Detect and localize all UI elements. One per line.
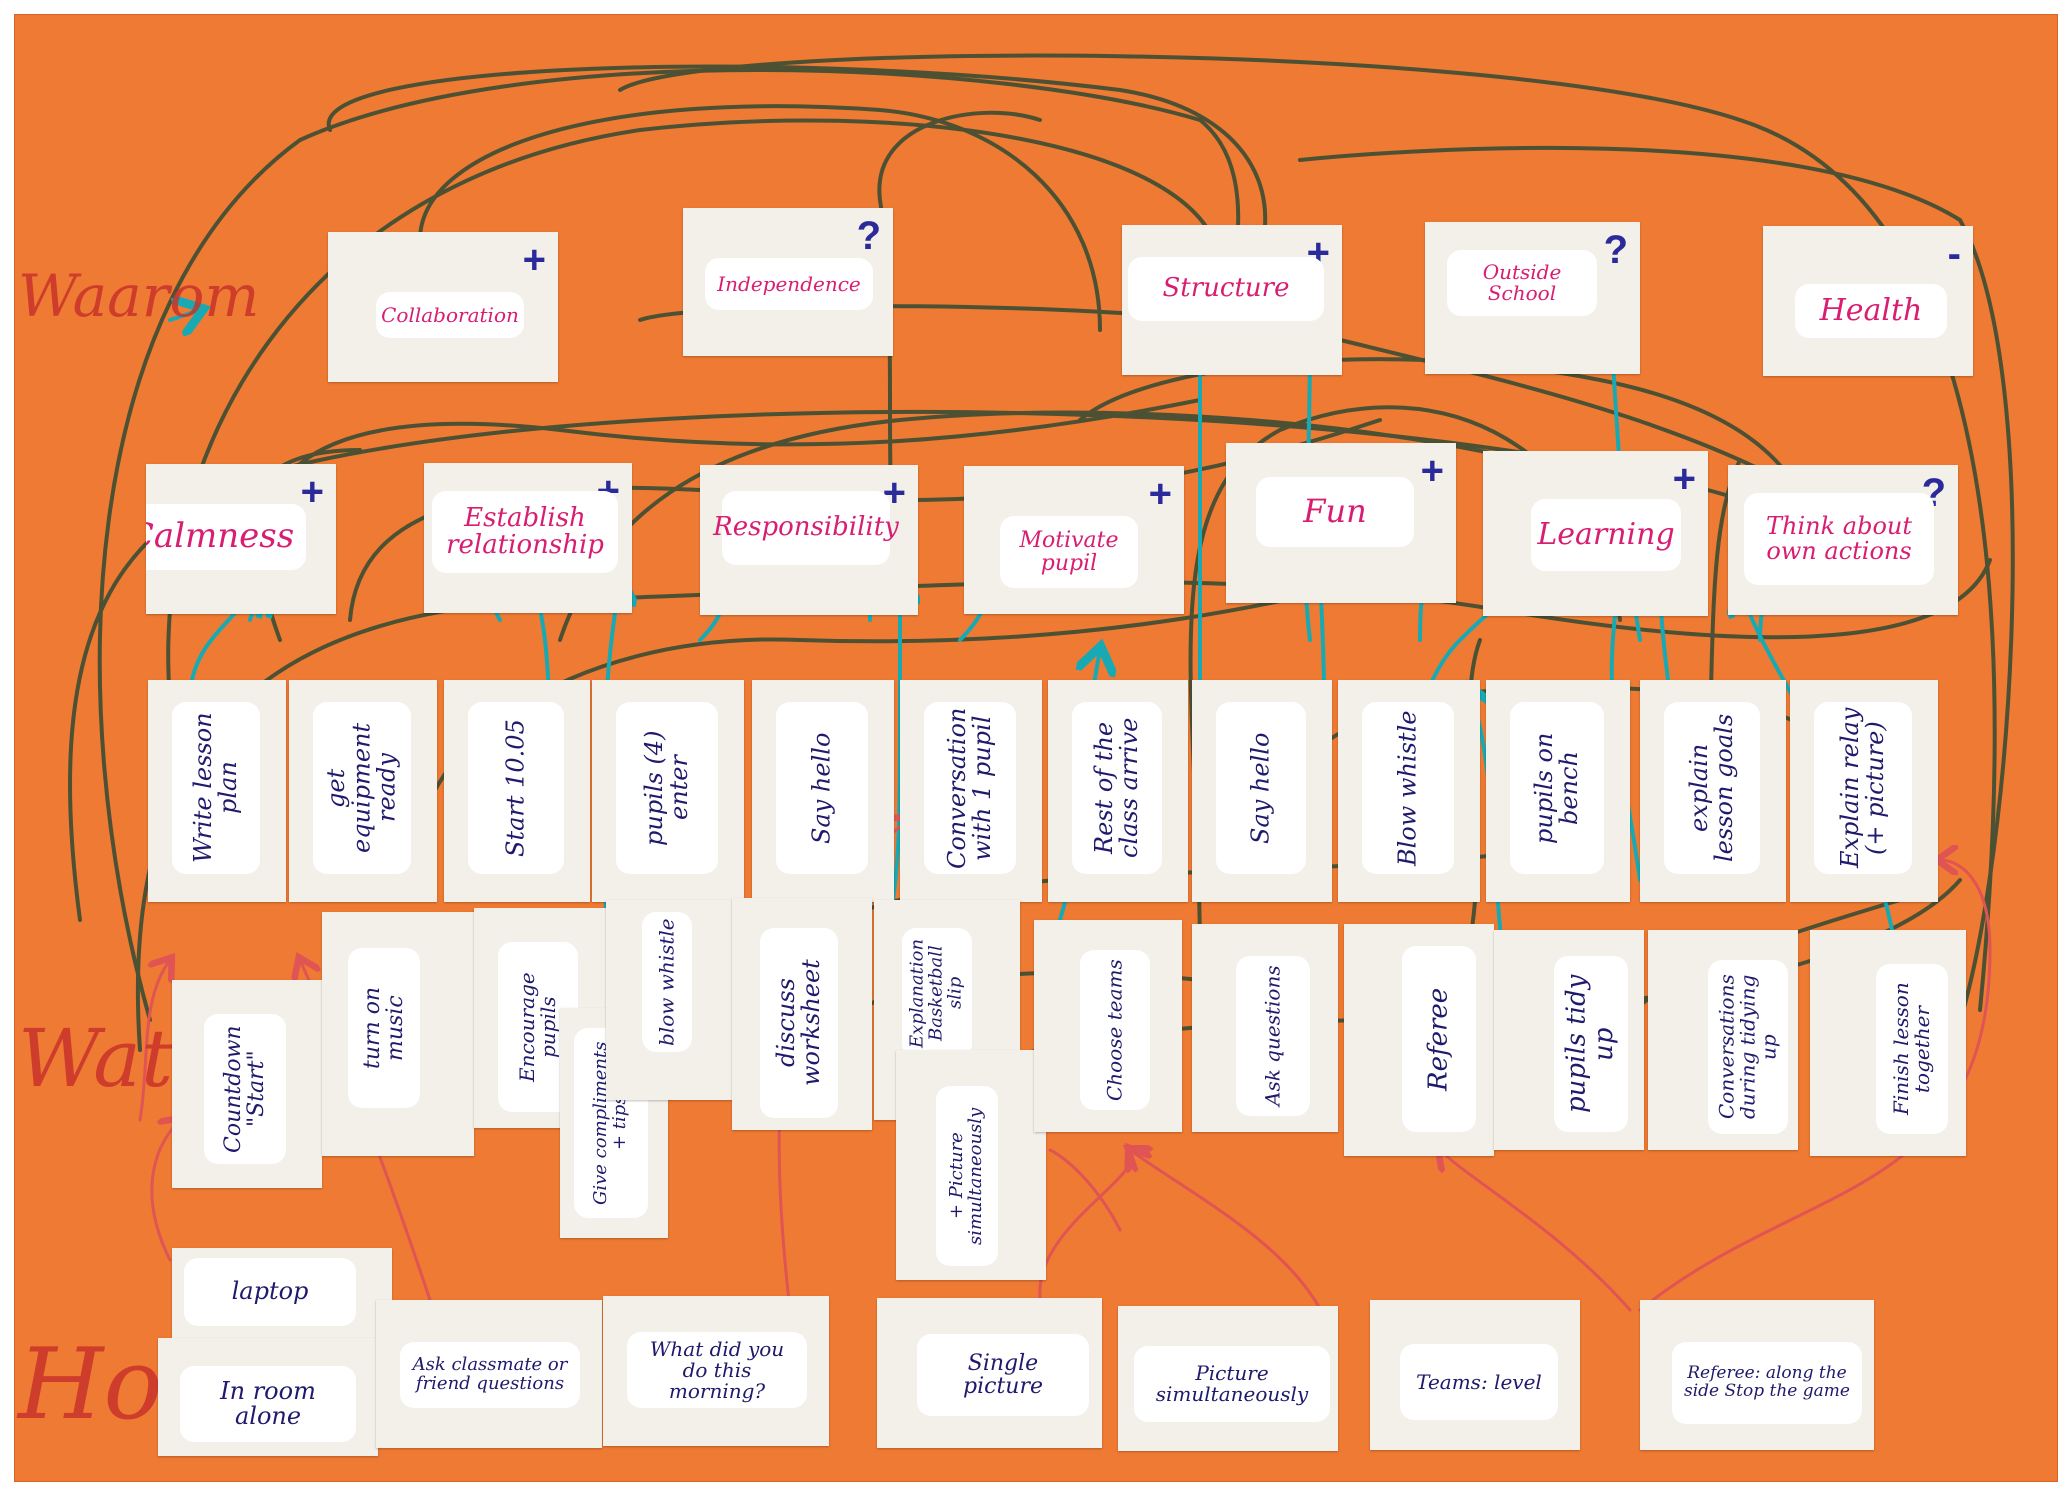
goal-top-3-label: Structure	[1128, 257, 1324, 321]
activity-row1-12-card: Explain relay (+ picture)	[1790, 680, 1938, 902]
how-8-label: Referee: along the side Stop the game	[1672, 1342, 1862, 1424]
activity-row2-10-card: Ask questions	[1192, 924, 1338, 1132]
goal-mid-1-card: +Calmness	[146, 464, 336, 614]
activity-row1-8-card: Say hello	[1192, 680, 1332, 902]
activity-row2-12-label: pupils tidy up	[1554, 956, 1628, 1132]
activity-row2-13-card: Conversations during tidying up	[1648, 930, 1798, 1150]
row-label-why: Waarom	[18, 262, 260, 330]
activity-row1-3-label: Start 10.05	[468, 702, 564, 874]
activity-row1-9-label: Blow whistle	[1362, 702, 1454, 874]
how-2-card: In room alone	[158, 1338, 378, 1456]
goal-top-3-card: +Structure	[1122, 225, 1342, 375]
activity-row1-7-label: Rest of the class arrive	[1072, 702, 1162, 874]
activity-row1-2-card: get equipment ready	[289, 680, 437, 902]
goal-mid-7-card: ?Think about own actions	[1728, 465, 1958, 615]
goal-top-4-sign: ?	[1603, 228, 1628, 272]
activity-row1-5-card: Say hello	[752, 680, 894, 902]
goal-mid-1-sign: +	[300, 470, 324, 514]
activity-row2-7-label: Explanation Basketball slip	[902, 928, 972, 1058]
how-6-card: Picture simultaneously	[1118, 1306, 1338, 1451]
activity-row1-6-label: Conversation with 1 pupil	[924, 702, 1016, 874]
activity-row2-1-label: Countdown "Start"	[204, 1014, 286, 1164]
activity-row2-11-card: Referee	[1344, 924, 1494, 1156]
activity-row1-11-label: explain lesson goals	[1664, 702, 1760, 874]
goal-top-2-card: ?Independence	[683, 208, 893, 356]
goal-mid-7-label: Think about own actions	[1744, 493, 1934, 585]
how-3-card: Ask classmate or friend questions	[376, 1300, 602, 1448]
goal-mid-3-label: Responsibility	[713, 491, 899, 565]
activity-row1-1-card: Write lesson plan	[148, 680, 286, 902]
goal-mid-6-card: +Learning	[1483, 451, 1708, 616]
goal-top-5-sign: -	[1947, 232, 1961, 276]
goal-mid-2-label: Establish relationship	[432, 491, 618, 573]
activity-row1-12-label: Explain relay (+ picture)	[1814, 702, 1912, 874]
activity-row1-7-card: Rest of the class arrive	[1048, 680, 1188, 902]
goal-top-4-card: ?Outside School	[1425, 222, 1640, 374]
goal-mid-5-label: Fun	[1256, 477, 1414, 547]
goal-mid-5-sign: +	[1420, 449, 1444, 493]
row-label-what: Wat	[18, 1012, 174, 1105]
activity-row2-2-label: turn on music	[348, 948, 420, 1108]
activity-row2-5-label: blow whistle	[642, 912, 692, 1052]
goal-top-2-sign: ?	[856, 214, 881, 258]
activity-row1-6-card: Conversation with 1 pupil	[900, 680, 1042, 902]
activity-row1-5-label: Say hello	[776, 702, 868, 874]
activity-row2-14-label: Finish lesson together	[1876, 964, 1948, 1134]
how-6-label: Picture simultaneously	[1134, 1346, 1330, 1422]
activity-row2-8-card: + Picture simultaneously	[896, 1050, 1046, 1280]
activity-row2-9-card: Choose teams	[1034, 920, 1182, 1132]
goal-top-5-label: Health	[1795, 284, 1947, 338]
how-3-label: Ask classmate or friend questions	[400, 1342, 580, 1408]
goal-mid-6-sign: +	[1672, 457, 1696, 501]
goal-top-5-card: -Health	[1763, 226, 1973, 376]
goal-mid-3-card: +Responsibility	[700, 465, 918, 615]
activity-row2-11-label: Referee	[1402, 946, 1476, 1132]
activity-row2-8-label: + Picture simultaneously	[936, 1086, 998, 1266]
how-5-label: Single picture	[917, 1334, 1089, 1416]
how-1-label: laptop	[184, 1258, 356, 1326]
how-4-card: What did you do this morning?	[603, 1296, 829, 1446]
how-5-card: Single picture	[877, 1298, 1102, 1448]
activity-row2-6-label: discuss worksheet	[760, 928, 838, 1118]
activity-row1-9-card: Blow whistle	[1338, 680, 1480, 902]
activity-row2-2-card: turn on music	[322, 912, 474, 1156]
goal-mid-4-label: Motivate pupil	[1000, 516, 1138, 588]
activity-row2-9-label: Choose teams	[1080, 950, 1150, 1110]
activity-row2-12-card: pupils tidy up	[1494, 930, 1644, 1150]
how-8-card: Referee: along the side Stop the game	[1640, 1300, 1874, 1450]
activity-row1-1-label: Write lesson plan	[172, 702, 260, 874]
activity-row2-5-card: blow whistle	[606, 900, 732, 1100]
how-2-label: In room alone	[180, 1366, 356, 1442]
activity-row1-4-label: pupils (4) enter	[616, 702, 718, 874]
activity-row1-8-label: Say hello	[1216, 702, 1306, 874]
activity-row1-10-card: pupils on bench	[1486, 680, 1630, 902]
how-7-label: Teams: level	[1400, 1344, 1558, 1420]
activity-row1-2-label: get equipment ready	[313, 702, 411, 874]
how-7-card: Teams: level	[1370, 1300, 1580, 1450]
goal-top-2-label: Independence	[705, 258, 873, 310]
goal-mid-1-label: Calmness	[146, 504, 306, 570]
goal-mid-6-label: Learning	[1531, 499, 1681, 571]
activity-row2-10-label: Ask questions	[1236, 956, 1310, 1116]
activity-row2-1-card: Countdown "Start"	[172, 980, 322, 1188]
activity-row1-11-card: explain lesson goals	[1640, 680, 1786, 902]
activity-row2-13-label: Conversations during tidying up	[1708, 960, 1788, 1134]
goal-mid-4-sign: +	[1148, 472, 1172, 516]
activity-row2-14-card: Finish lesson together	[1810, 930, 1966, 1156]
activity-row1-3-card: Start 10.05	[444, 680, 590, 902]
activity-row1-4-card: pupils (4) enter	[592, 680, 744, 902]
goal-top-1-sign: +	[522, 238, 546, 282]
goal-top-1-card: + Collaboration	[328, 232, 558, 382]
activity-row2-6-card: discuss worksheet	[732, 898, 872, 1130]
activity-row1-10-label: pupils on bench	[1510, 702, 1604, 874]
goal-mid-4-card: +Motivate pupil	[964, 466, 1184, 614]
goal-mid-2-card: +Establish relationship	[424, 463, 632, 613]
goal-top-1-label: Collaboration	[376, 292, 524, 338]
goal-top-4-label: Outside School	[1447, 250, 1597, 316]
how-4-label: What did you do this morning?	[627, 1332, 807, 1408]
goal-mid-5-card: +Fun	[1226, 443, 1456, 603]
